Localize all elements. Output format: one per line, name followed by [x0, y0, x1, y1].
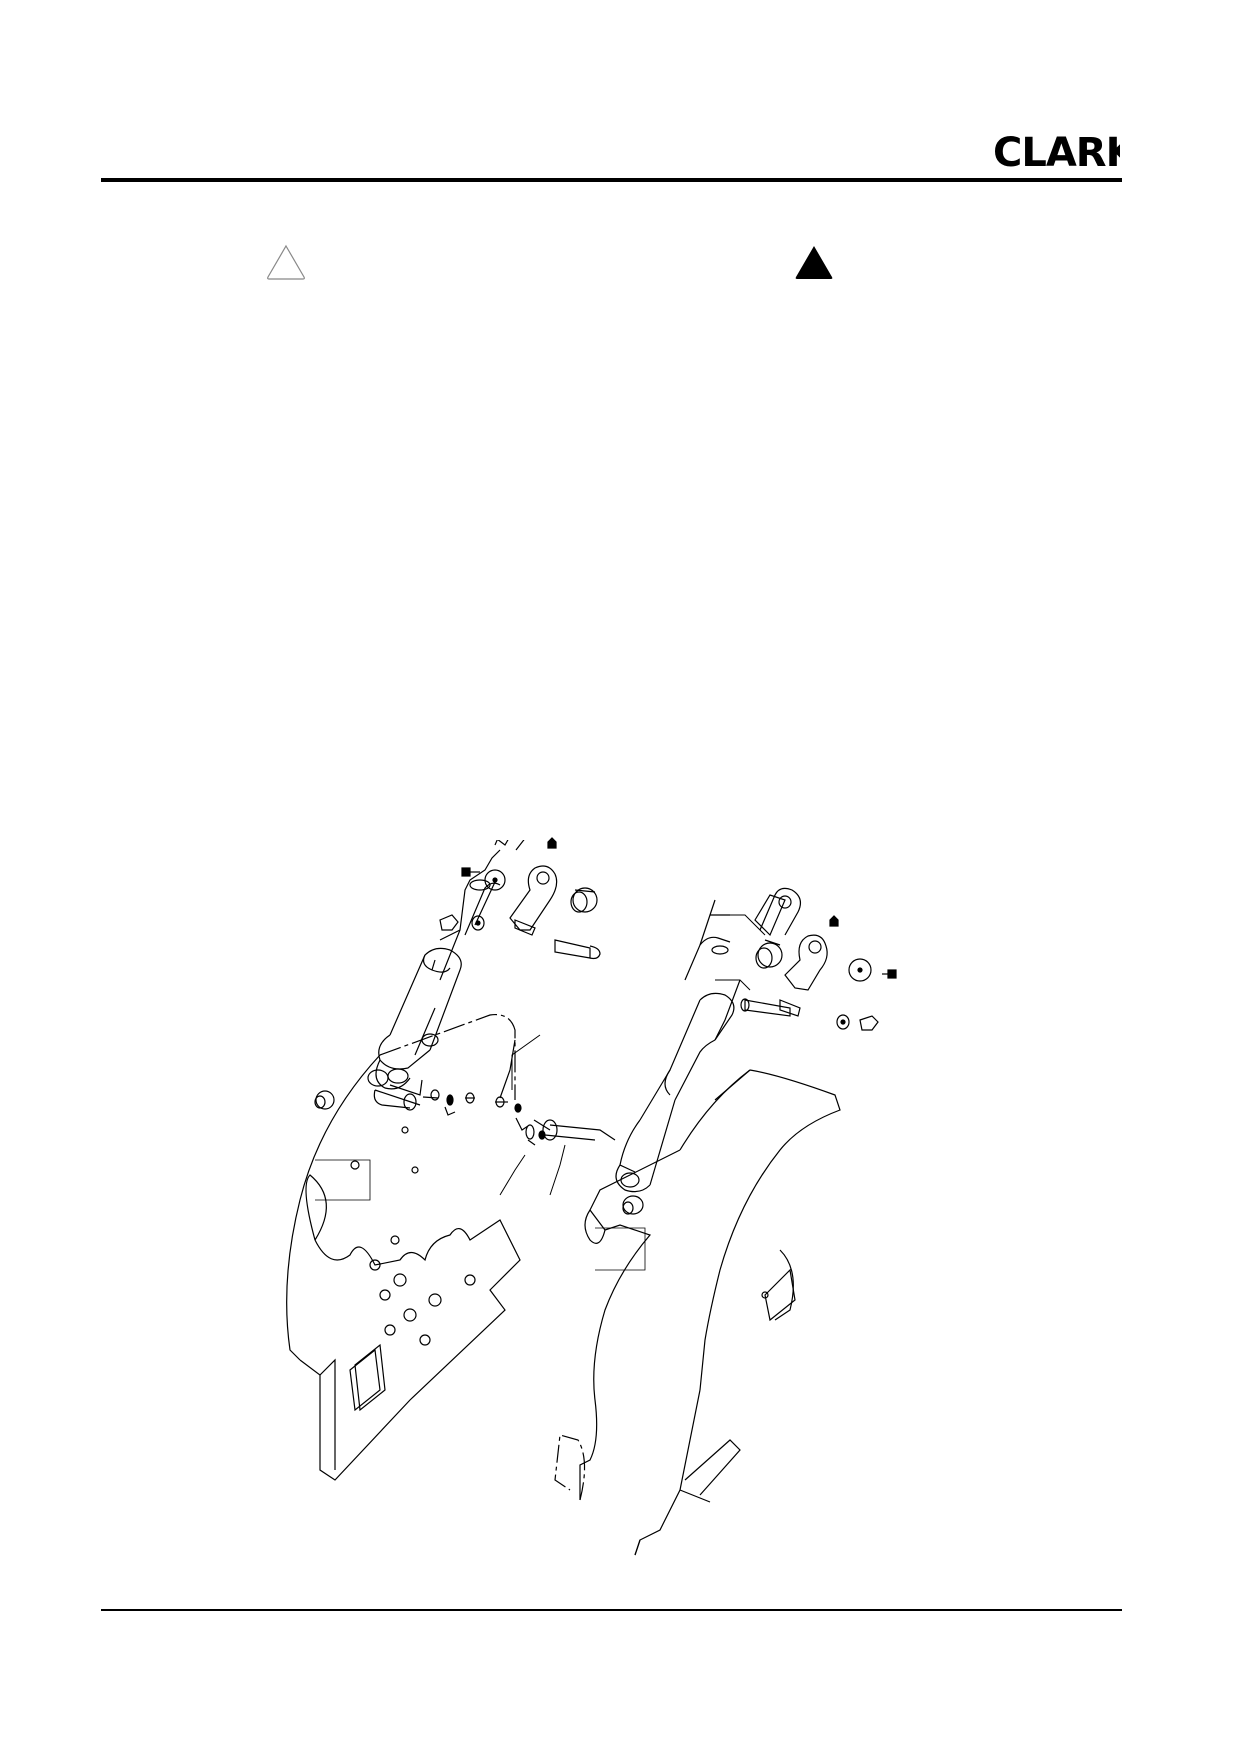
- left-pin-hardware: [314, 1033, 529, 1131]
- right-side-plate: [554, 1069, 841, 1556]
- warning-triangle-filled-icon: [794, 244, 834, 280]
- right-pin-hardware: [525, 1119, 644, 1215]
- center-fasteners: [533, 1119, 551, 1140]
- brand-logo: CLARK: [993, 130, 1140, 176]
- leader-lines: [499, 1034, 566, 1196]
- brand-logo-text: CLARK: [993, 132, 1120, 172]
- caution-triangle-outline-icon: [266, 244, 306, 280]
- upper-hardware-group: [420, 830, 940, 1060]
- header-rule: [101, 178, 1122, 182]
- left-side-plate: [286, 1013, 521, 1481]
- right-rod-end: [754, 887, 802, 946]
- right-cylinder: [615, 899, 741, 1193]
- exploded-view-diagram: [260, 840, 980, 1570]
- footer-rule: [101, 1609, 1122, 1611]
